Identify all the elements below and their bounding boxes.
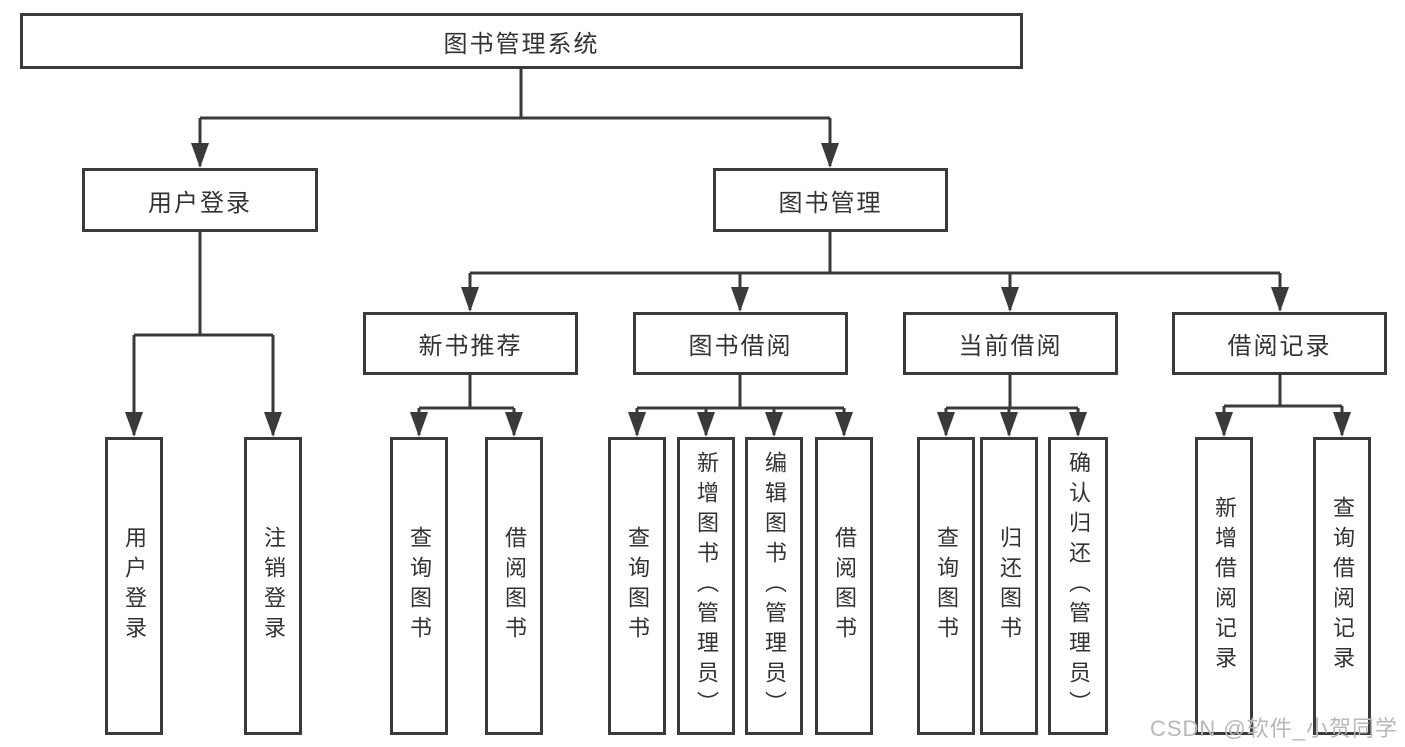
node-new-book-recommendation: 新书推荐 [363, 312, 578, 375]
leaf-br-query-record: 查询借阅记录 [1313, 437, 1371, 735]
node-book-borrowing: 图书借阅 [633, 312, 848, 375]
leaf-br-add-record: 新增借阅记录 [1195, 437, 1253, 735]
leaf-bb-add-book-admin: 新增图书（管理员） [677, 437, 735, 735]
leaf-cb-query-books: 查询图书 [917, 437, 975, 735]
leaf-logout: 注销登录 [244, 437, 302, 735]
leaf-cb-return-book: 归还图书 [980, 437, 1038, 735]
node-current-borrowing: 当前借阅 [903, 312, 1118, 375]
leaf-bb-borrow-books: 借阅图书 [815, 437, 873, 735]
leaf-bb-edit-book-admin: 编辑图书（管理员） [745, 437, 803, 735]
node-borrowing-records: 借阅记录 [1172, 312, 1387, 375]
leaf-cb-confirm-return-admin: 确认归还（管理员） [1048, 437, 1108, 735]
node-user-login: 用户登录 [82, 168, 318, 232]
leaf-nb-query-books: 查询图书 [390, 437, 448, 735]
leaf-nb-borrow-books: 借阅图书 [485, 437, 543, 735]
leaf-user-login: 用户登录 [105, 437, 163, 735]
node-book-management: 图书管理 [713, 168, 948, 232]
csdn-watermark: CSDN @软件_小贺同学 [1149, 716, 1398, 741]
node-library-system: 图书管理系统 [20, 13, 1023, 69]
leaf-bb-query-books: 查询图书 [608, 437, 666, 735]
